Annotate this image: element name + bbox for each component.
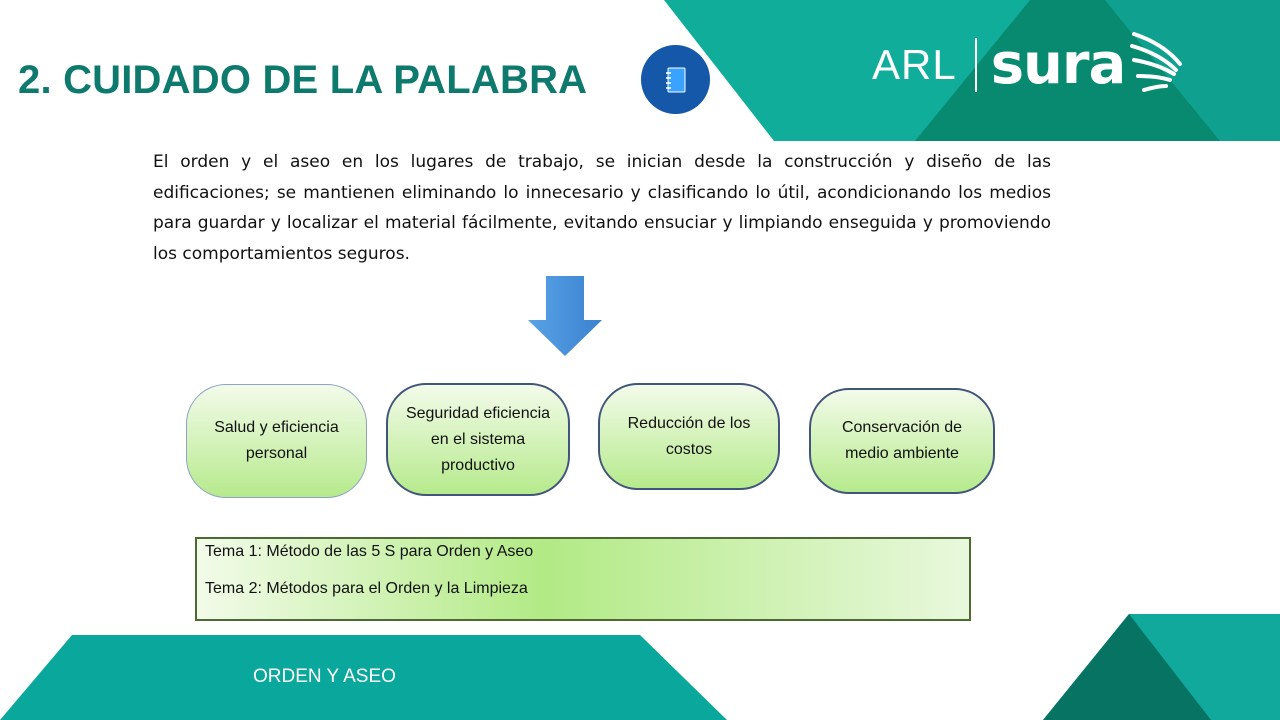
notebook-icon [641,45,710,114]
benefit-security: Seguridad eficiencia en el sistema produ… [386,383,570,496]
logo-divider [974,38,977,92]
benefit-costs: Reducción de los costos [598,383,780,490]
top-banner-right-light [1105,0,1280,141]
topics-box: Tema 1: Método de las 5 S para Orden y A… [195,537,971,621]
arl-sura-logo: ARL sura [872,30,1192,100]
topic-item: Tema 1: Método de las 5 S para Orden y A… [205,543,534,560]
intro-paragraph: El orden y el aseo en los lugares de tra… [153,152,1051,264]
wing-icon [1130,32,1182,92]
benefit-environment: Conservación de medio ambiente [809,388,995,494]
page-title: 2. CUIDADO DE LA PALABRA [18,58,588,102]
logo-arl-text: ARL [872,41,957,88]
top-banner-dark-triangle [915,0,1220,141]
benefit-health: Salud y eficiencia personal [186,384,367,498]
arrow-down-icon [528,276,602,356]
logo-sura-text: sura [990,32,1127,97]
bottom-band-shape [0,635,727,720]
topic-item: Tema 2: Métodos para el Orden y la Limpi… [205,580,528,597]
bottom-right-dark-triangle [1043,614,1211,720]
footer-label: ORDEN Y ASEO [253,666,396,687]
